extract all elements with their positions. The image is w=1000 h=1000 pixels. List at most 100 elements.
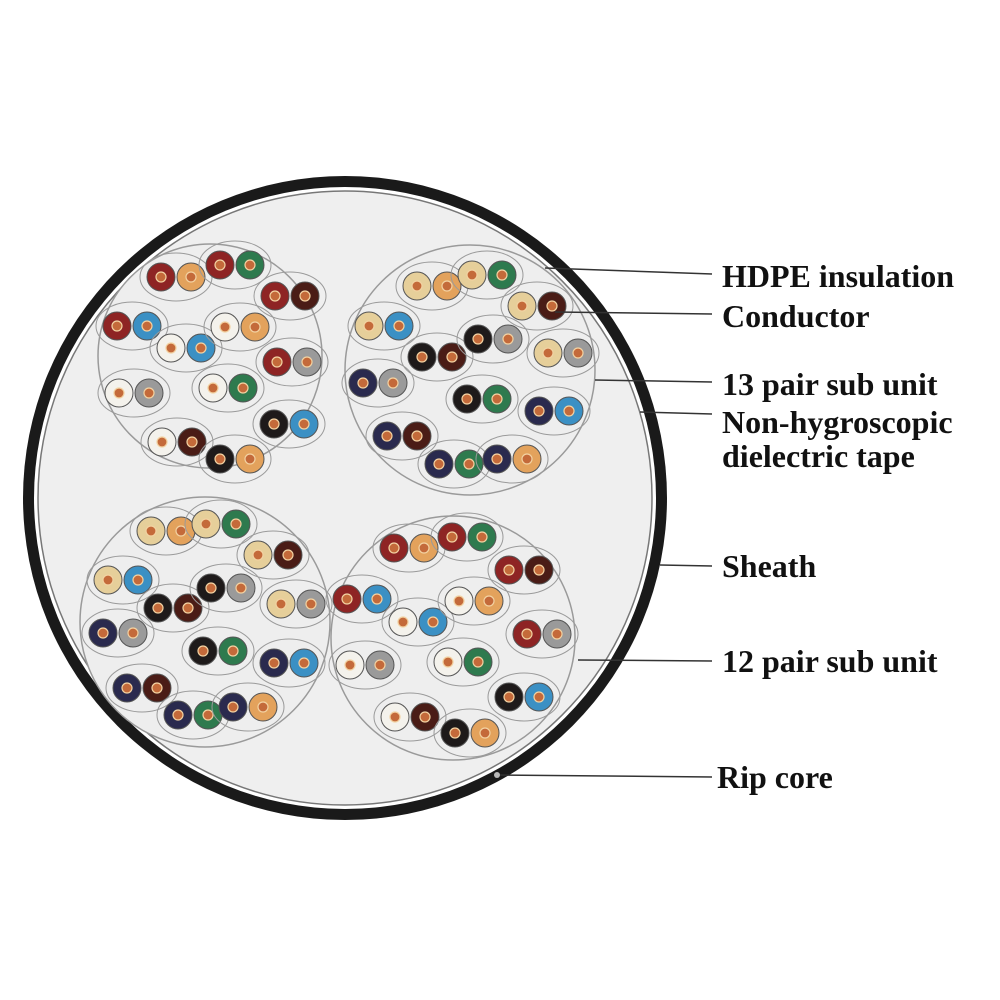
conductor [503,564,515,576]
pair-boundary [252,399,326,449]
pair-boundary [347,301,421,351]
wire-pair [189,563,263,613]
wire-pair [328,640,402,690]
conductor [344,659,356,671]
conductor [127,627,139,639]
pair-boundary [189,563,263,613]
conductor [472,333,484,345]
conductor [156,436,168,448]
leader-rip-core [499,774,713,778]
conductor [244,453,256,465]
conductor [299,290,311,302]
conductor [357,377,369,389]
wire-pair [198,434,272,484]
label-conductor: Conductor [722,298,870,334]
conductor [389,711,401,723]
conductor [463,458,475,470]
wire-pair [450,250,524,300]
conductor [205,582,217,594]
pair-boundary [252,638,326,688]
pair-boundary [95,301,169,351]
leader-12-pair [577,659,713,662]
conductor [121,682,133,694]
pair-boundary [191,363,265,413]
conductor [97,627,109,639]
conductor [268,418,280,430]
pair-boundary [400,332,474,382]
conductor [472,656,484,668]
conductor [393,320,405,332]
conductor [182,602,194,614]
pair-boundary [105,663,179,713]
conductor [461,393,473,405]
wire-pair [259,579,333,629]
conductor [572,347,584,359]
conductor [185,271,197,283]
conductor [397,616,409,628]
conductor [533,405,545,417]
wire-pair [139,252,213,302]
wire-pair [86,555,160,605]
conductor [237,382,249,394]
conductor [521,628,533,640]
conductor [533,691,545,703]
pair-boundary [487,672,561,722]
leader-conductor [554,311,713,315]
conductor [111,320,123,332]
conductor [235,582,247,594]
conductor [521,453,533,465]
wire-pair [156,690,230,740]
conductor [151,682,163,694]
wire-pair [395,261,469,311]
conductor [202,709,214,721]
wire-pairs [81,240,600,758]
conductor [269,290,281,302]
pair-boundary [97,368,171,418]
conductor [563,405,575,417]
conductor [546,300,558,312]
wire-pair [456,314,530,364]
wire-pair [236,530,310,580]
label-dielectric-tape-line2: dielectric tape [722,438,915,474]
conductor [186,436,198,448]
pair-boundary [198,240,272,290]
conductor [195,342,207,354]
pair-boundary [505,609,579,659]
conductor [416,351,428,363]
conductor [268,657,280,669]
conductor [374,659,386,671]
pair-boundary [181,626,255,676]
pair-boundary [341,358,415,408]
wire-pair [487,545,561,595]
wire-pair [517,386,591,436]
conductor [257,701,269,713]
conductor [479,727,491,739]
conductor [145,525,157,537]
conductor [341,593,353,605]
conductor [551,628,563,640]
pair-boundary [381,597,455,647]
conductor [249,321,261,333]
pair-boundary [198,434,272,484]
pair-boundary [203,302,277,352]
conductor [441,280,453,292]
conductor [442,656,454,668]
conductor [172,709,184,721]
pair-boundary [184,499,258,549]
wire-pair [211,682,285,732]
conductor [411,280,423,292]
conductor [252,549,264,561]
conductor [141,320,153,332]
conductor [298,657,310,669]
conductor [371,593,383,605]
pair-boundary [86,555,160,605]
label-hdpe-insulation: HDPE insulation [722,258,955,294]
conductor [214,453,226,465]
wire-pair [253,271,327,321]
pair-boundary [456,314,530,364]
pair-boundary [445,374,519,424]
conductor [533,564,545,576]
wire-pair [430,512,504,562]
conductor [449,727,461,739]
